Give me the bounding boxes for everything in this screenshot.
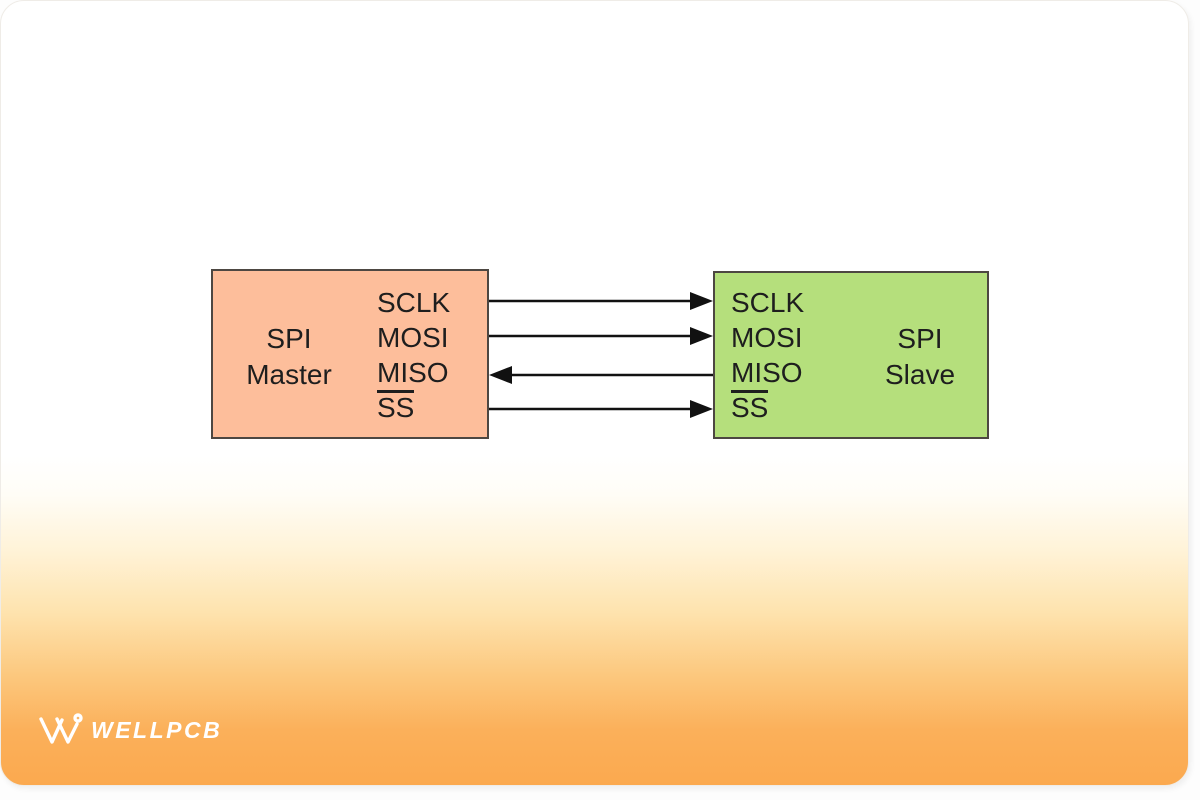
spi-master-block: SPI Master SCLK MOSI MISO SS: [211, 269, 489, 439]
slave-title-line1: SPI: [897, 323, 943, 354]
wellpcb-logo-text: WELLPCB: [91, 716, 223, 743]
slave-signal-sclk: SCLK: [731, 287, 805, 318]
master-signal-ss-label: SS: [377, 390, 415, 423]
spi-master-slave-diagram: SPI Master SCLK MOSI MISO SS: [1, 1, 1188, 501]
slave-signal-mosi: MOSI: [731, 322, 803, 353]
arrow-sclk-master-to-slave: [489, 292, 713, 310]
arrow-miso-slave-to-master: [489, 366, 713, 384]
signal-arrows: [489, 292, 713, 418]
wellpcb-w-icon: [37, 711, 83, 749]
master-signal-list: SCLK MOSI MISO SS: [377, 285, 450, 425]
arrowhead-right-icon: [690, 400, 713, 418]
slave-signal-miso: MISO: [731, 357, 803, 388]
master-title-line2: Master: [246, 359, 332, 390]
arrowhead-right-icon: [690, 327, 713, 345]
master-signal-ss: SS: [377, 390, 450, 425]
slave-signal-list: SCLK MOSI MISO SS: [731, 285, 804, 425]
arrowhead-left-icon: [489, 366, 512, 384]
master-signal-mosi: MOSI: [377, 322, 449, 353]
master-title: SPI Master: [213, 321, 365, 393]
spi-slave-block: SCLK MOSI MISO SS SPI Slave: [713, 271, 989, 439]
article-image-card: SPI Master SCLK MOSI MISO SS: [0, 0, 1189, 786]
master-signal-miso: MISO: [377, 357, 449, 388]
arrowhead-right-icon: [690, 292, 713, 310]
arrow-ss-master-to-slave: [489, 400, 713, 418]
arrow-mosi-master-to-slave: [489, 327, 713, 345]
slave-signal-ss-label: SS: [731, 390, 769, 423]
slave-signal-ss: SS: [731, 390, 804, 425]
slave-title-line2: Slave: [884, 359, 956, 390]
slave-title: SPI Slave: [857, 321, 983, 393]
wellpcb-logo: WELLPCB: [37, 711, 222, 749]
master-signal-sclk: SCLK: [377, 287, 451, 318]
master-title-line1: SPI: [266, 323, 312, 354]
